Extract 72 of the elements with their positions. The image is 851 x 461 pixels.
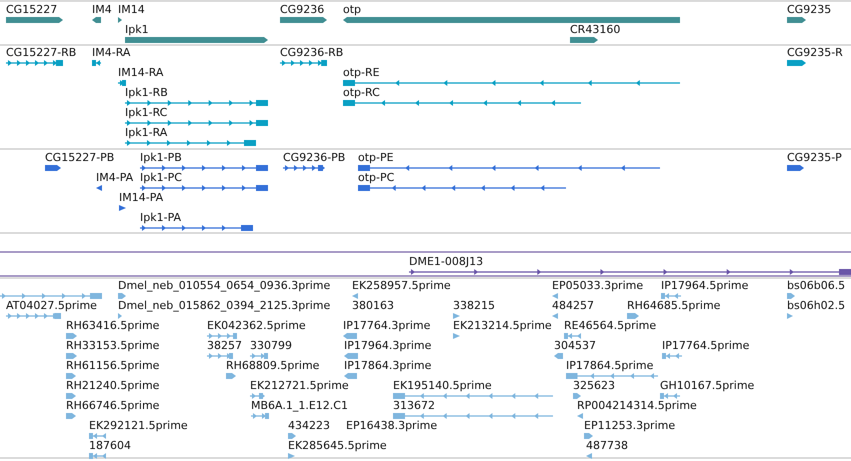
- feature-label: EK213214.5prime: [453, 319, 552, 332]
- feature-label: CG15227: [6, 3, 58, 16]
- feature-label: 338215: [453, 299, 495, 312]
- feature-label: 380163: [352, 299, 394, 312]
- feature-label: RH21240.5prime: [66, 379, 160, 392]
- feature-label: 304537: [554, 339, 596, 352]
- feature-label: RP004214314.5prime: [577, 399, 697, 412]
- feature-label: 330799: [250, 339, 292, 352]
- feature-label: RH66746.5prime: [66, 399, 160, 412]
- feature-label: Dmel_neb_015862_0394_2125.3prime: [118, 299, 330, 312]
- feature-label: EK292121.5prime: [89, 419, 188, 432]
- feature-label: CG9235-P: [787, 151, 842, 164]
- feature-label: CR43160: [570, 23, 620, 36]
- feature-label: RH64685.5prime: [627, 299, 720, 312]
- feature-label: 38257: [207, 339, 242, 352]
- feature-label: EP05033.3prime: [552, 279, 644, 292]
- feature-label: IP17764.3prime: [343, 319, 430, 332]
- feature-label: 487738: [586, 439, 628, 452]
- feature-label: AT04027.5prime: [6, 299, 97, 312]
- feature-label: IM14-PA: [119, 191, 164, 204]
- feature-label: CG15227-PB: [45, 151, 114, 164]
- feature-label: otp: [343, 3, 362, 16]
- feature-label: CG9235: [787, 3, 832, 16]
- feature-label: IM14: [118, 3, 145, 16]
- feature-label: Ipk1-RC: [125, 106, 168, 119]
- feature-label: IM14-RA: [118, 66, 164, 79]
- feature-label: RE46564.5prime: [564, 319, 656, 332]
- feature-label: RH33153.5prime: [66, 339, 160, 352]
- feature-label: RH68809.5prime: [226, 359, 320, 372]
- feature-label: 187604: [89, 439, 131, 452]
- feature-label: otp-RC: [343, 86, 380, 99]
- feature-label: Ipk1-PB: [140, 151, 182, 164]
- feature-label: otp-PE: [358, 151, 394, 164]
- feature-label: bs06b06.5: [787, 279, 846, 292]
- feature-label: CG9236: [280, 3, 324, 16]
- feature-label: DME1-008J13: [409, 255, 484, 268]
- feature-label: otp-RE: [343, 66, 380, 79]
- feature-label: RH61156.5prime: [66, 359, 160, 372]
- feature-label: IP17864.5prime: [566, 359, 654, 372]
- feature-label: RH63416.5prime: [66, 319, 160, 332]
- feature-label: EK195140.5prime: [393, 379, 492, 392]
- feature-label: EP16438.3prime: [346, 419, 438, 432]
- feature-label: IP17964.5prime: [661, 279, 748, 292]
- feature-label: EK212721.5prime: [250, 379, 349, 392]
- feature-label: CG9235-R: [787, 46, 843, 59]
- feature-label: EK042362.5prime: [207, 319, 306, 332]
- feature-label: MB6A.1_1.E12.C1: [251, 399, 348, 412]
- feature-label: CG9236-PB: [283, 151, 346, 164]
- feature-label: Ipk1-PA: [140, 211, 182, 224]
- feature-label: EK258957.5prime: [352, 279, 451, 292]
- feature-label: IP17964.3prime: [344, 339, 432, 352]
- feature-label: IM4-RA: [92, 46, 130, 59]
- feature-label: IP17864.3prime: [344, 359, 432, 372]
- feature-label: IP17764.5prime: [662, 339, 750, 352]
- feature-label: Ipk1-RB: [125, 86, 168, 99]
- feature-label: Ipk1-RA: [125, 126, 168, 139]
- feature-label: CG9236-RB: [280, 46, 344, 59]
- feature-label: otp-PC: [358, 171, 394, 184]
- feature-label: EK285645.5prime: [288, 439, 387, 452]
- feature-label: 434223: [288, 419, 330, 432]
- feature-label: Dmel_neb_010554_0654_0936.3prime: [118, 279, 330, 292]
- feature-label: bs06h02.5: [787, 299, 846, 312]
- feature-label: EP11253.3prime: [584, 419, 676, 432]
- feature-label: 325623: [573, 379, 615, 392]
- feature-label: Ipk1-PC: [140, 171, 182, 184]
- feature-label: CG15227-RB: [6, 46, 76, 59]
- feature-label: GH10167.5prime: [660, 379, 754, 392]
- feature-label: 313672: [393, 399, 435, 412]
- feature-label: IM4: [92, 3, 112, 16]
- feature-label: 484257: [552, 299, 594, 312]
- feature-label: IM4-PA: [96, 171, 134, 184]
- feature-label: Ipk1: [125, 23, 149, 36]
